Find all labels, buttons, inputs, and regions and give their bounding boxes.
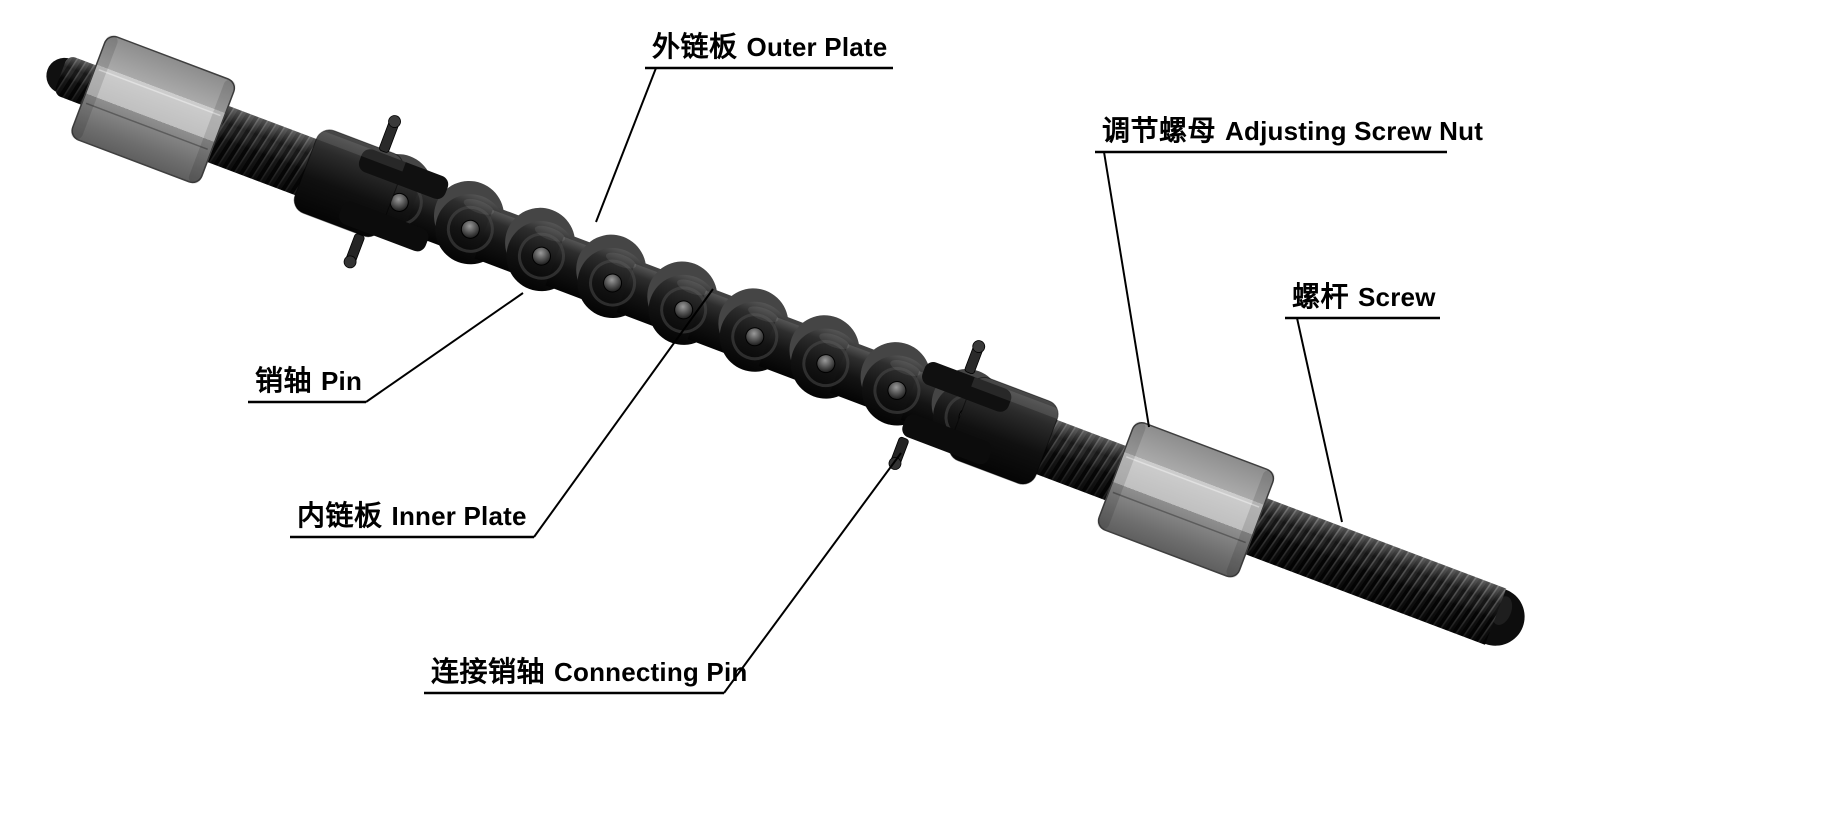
leader-inner-plate — [533, 288, 714, 538]
leader-connecting-pin — [723, 452, 902, 694]
left-clevis-fork — [293, 129, 449, 252]
label-screw-en: Screw — [1358, 282, 1436, 312]
label-outer-plate-zh: 外链板 — [652, 31, 738, 62]
label-connecting-pin-zh: 连接销轴 — [431, 656, 546, 687]
screw-shaft — [1239, 496, 1525, 646]
label-screw: 螺杆 Screw — [1292, 280, 1436, 314]
label-adjusting-screw-nut-zh: 调节螺母 — [1102, 115, 1217, 146]
label-pin: 销轴 Pin — [255, 364, 362, 398]
label-outer-plate-en: Outer Plate — [746, 32, 888, 62]
label-adjusting-screw-nut: 调节螺母 Adjusting Screw Nut — [1102, 114, 1483, 148]
leader-outer-plate — [595, 67, 657, 223]
label-screw-zh: 螺杆 — [1292, 281, 1350, 312]
label-inner-plate: 内链板 Inner Plate — [297, 499, 527, 533]
label-connecting-pin-en: Connecting Pin — [554, 657, 748, 687]
label-outer-plate: 外链板 Outer Plate — [652, 30, 887, 64]
leader-adjusting-screw-nut — [1103, 151, 1150, 428]
label-underlines — [248, 66, 1447, 695]
label-inner-plate-zh: 内链板 — [297, 500, 383, 531]
leaf-chain — [347, 142, 1019, 464]
right-clevis-fork — [902, 362, 1061, 485]
label-inner-plate-en: Inner Plate — [391, 501, 527, 531]
leader-lines — [365, 67, 1343, 694]
adjusting-hex-nut — [1097, 421, 1275, 578]
left-threaded-rod — [199, 102, 332, 201]
leader-screw — [1296, 317, 1343, 523]
label-connecting-pin: 连接销轴 Connecting Pin — [431, 655, 747, 689]
label-adjusting-screw-nut-en: Adjusting Screw Nut — [1225, 116, 1484, 146]
chain-assembly-art — [46, 35, 1525, 646]
leader-pin — [365, 292, 524, 403]
label-pin-en: Pin — [321, 366, 363, 396]
left-hex-nut — [71, 35, 236, 184]
label-pin-zh: 销轴 — [255, 365, 313, 396]
